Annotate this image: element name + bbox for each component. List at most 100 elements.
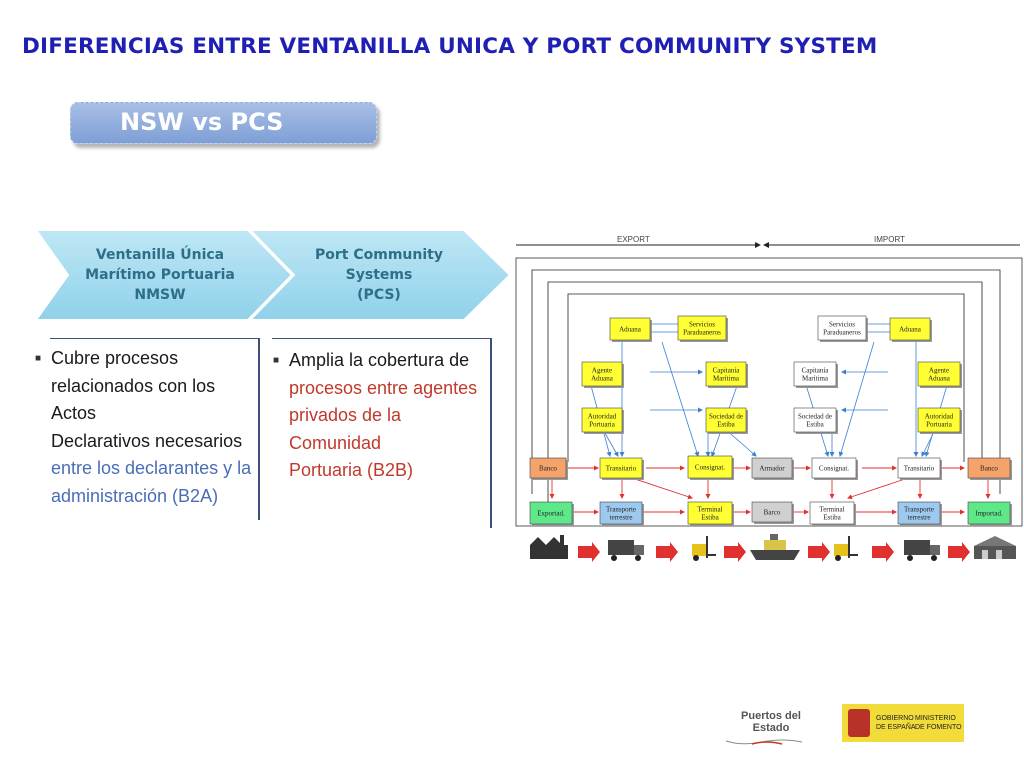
left-column-divider [258,338,260,520]
flow-arrow [631,477,693,500]
gobierno-text: GOBIERNO DE ESPAÑA [876,715,916,731]
puertos-del-estado-logo: Puertos del Estado [722,702,820,745]
box-label: Banco [980,465,998,473]
box-label: terrestre [610,514,633,522]
flow-arrow-icon [872,542,894,562]
diagram-box-barco: Barco [751,501,794,524]
box-label: Marítima [802,375,829,383]
flow-arrow-icon [808,542,830,562]
forklift-icon [834,536,858,561]
box-label: Portuaria [926,421,953,429]
box-rect [677,315,727,341]
box-rect [705,361,747,387]
flow-arrow-icon [656,542,678,562]
right-column-divider [490,338,492,528]
box-label: Sociedad de [709,413,743,421]
box-label: Sociedad de [798,413,832,421]
box-label: Autoridad [925,413,954,421]
box-label: Exportad. [537,510,565,518]
diagram-frame [515,257,1023,527]
box-rect [809,501,855,525]
box-rect [599,501,643,525]
info-arrow [838,341,875,457]
diagram-boxes: AduanaServiciosParaduanerosAgenteAduanaC… [529,315,1012,526]
box-rect [793,361,837,387]
box-label: Servicios [829,321,855,329]
box-rect [917,361,961,387]
box-label: Consignat. [695,464,725,472]
box-label: Agente [929,367,949,375]
box-label: Terminal [697,506,722,514]
box-label: Consignat. [819,465,849,473]
box-label: Paraduaneros [683,329,721,337]
box-label: Banco [539,465,557,473]
chevron-pcs [248,230,512,320]
ministerio-text: MINISTERIO DE FOMENTO [915,715,962,731]
diagram-box-aduana-l: Aduana [609,317,652,342]
diagram-box-armador: Armador [751,457,794,480]
subtitle-banner [70,102,377,144]
diagram-box-transitario-l: Transitario [599,457,644,480]
box-rect [751,457,793,479]
slide-title: DIFERENCIAS ENTRE VENTANILLA UNICA Y POR… [22,34,878,59]
loop-line-inner [567,293,965,462]
box-label: Marítima [713,375,740,383]
box-rect [793,407,837,433]
box-label: Autoridad [588,413,617,421]
box-rect [529,457,567,479]
box-label: Aduana [899,326,922,334]
diagram-box-consignat-l: Consignat. [687,455,734,480]
box-label: Barco [764,509,781,517]
box-label: terrestre [908,514,931,522]
import-label: IMPORT [874,235,905,244]
box-rect [967,457,1011,479]
box-label: Capitanía [713,367,741,375]
flow-arrow-icon [724,542,746,562]
gobierno-ministerio-logo: GOBIERNO DE ESPAÑA MINISTERIO DE FOMENTO [842,704,964,742]
box-rect [967,501,1011,525]
warehouse-icon [974,536,1016,559]
box-label: Estiba [806,421,824,429]
box-rect [581,407,623,433]
box-label: Aduana [591,375,614,383]
diagram-box-banco-r: Banco [967,457,1012,480]
right-column-text: ■ Amplia la cobertura de procesos entre … [273,347,494,485]
box-rect [609,317,651,341]
transport-icon-strip [530,534,1016,562]
coat-of-arms-icon [848,709,870,737]
box-label: Paraduaneros [823,329,861,337]
port-flow-diagram: EXPORT IMPORT [515,235,1023,562]
box-label: Terminal [819,506,844,514]
right-column-top-rule [272,338,492,339]
box-label: Estiba [823,514,841,522]
box-label: Servicios [689,321,715,329]
box-label: Transitario [904,465,935,473]
chevron-nmsw-label: Ventanilla Única Marítimo Portuaria NMSW [85,247,235,303]
box-rect [897,501,941,525]
truck-icon [904,540,940,561]
box-label: Importad. [975,510,1003,518]
box-label: Capitanía [802,367,830,375]
chevron-nmsw [36,230,294,320]
truck-icon [608,540,644,561]
chevron-banner [36,230,512,320]
flow-arrow-icon [578,542,600,562]
box-label: Estiba [701,514,719,522]
diagram-box-banco-l: Banco [529,457,568,480]
diagram-box-exportad: Exportad. [529,501,574,526]
box-rect [751,501,793,523]
box-label: Transporte [606,506,636,514]
diagram-box-transitario-r: Transitario [897,457,942,480]
bullet-icon: ■ [273,355,280,366]
box-label: Armador [759,465,785,473]
box-label: Aduana [619,326,642,334]
